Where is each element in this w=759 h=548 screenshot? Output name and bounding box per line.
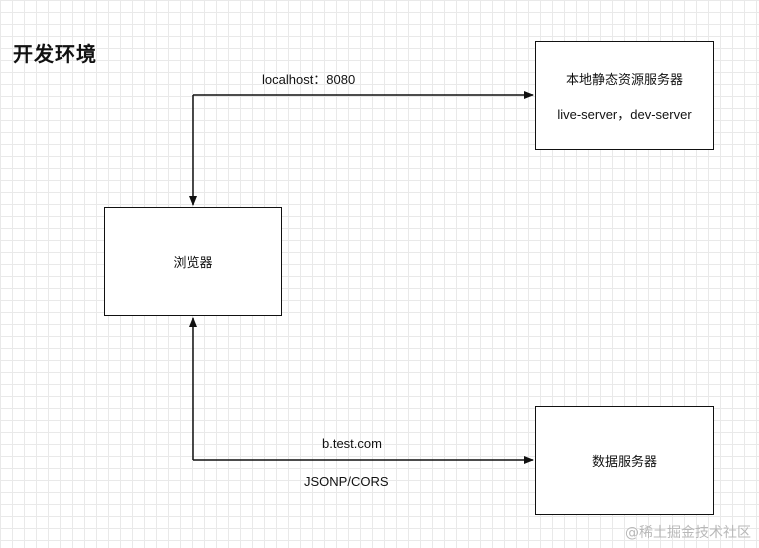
static-server-title: 本地静态资源服务器 <box>565 72 683 88</box>
browser-node: 浏览器 <box>104 207 282 316</box>
edge-label-jsonp-cors: JSONP/CORS <box>304 474 389 489</box>
edge-label-domain: b.test.com <box>322 436 382 451</box>
static-server-subtitle: live-server，dev-server <box>557 106 692 122</box>
data-server-node: 数据服务器 <box>535 406 714 515</box>
diagram-title: 开发环境 <box>13 42 97 66</box>
data-server-title: 数据服务器 <box>591 455 657 470</box>
static-server-node: 本地静态资源服务器 live-server，dev-server <box>535 41 714 150</box>
browser-title: 浏览器 <box>173 256 213 271</box>
edge-label-localhost: localhost：8080 <box>262 72 356 87</box>
watermark: @稀土掘金技术社区 <box>625 525 751 541</box>
